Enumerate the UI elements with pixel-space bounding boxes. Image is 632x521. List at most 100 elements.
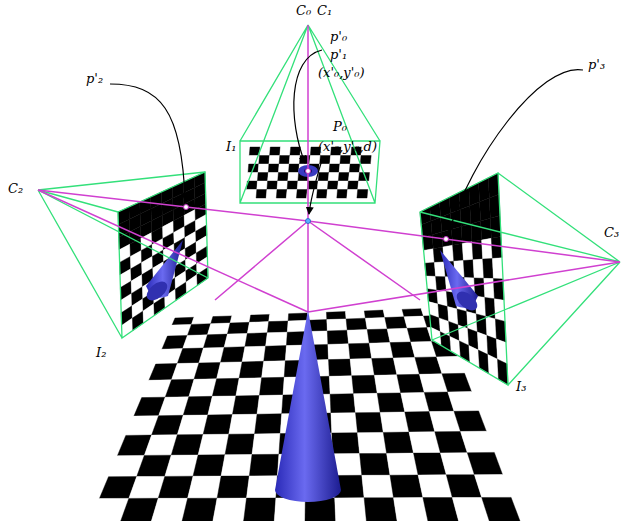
checker-cell: [360, 453, 390, 475]
checker-cell: [432, 232, 443, 249]
checker-cell: [331, 413, 358, 433]
projection-ray: [308, 262, 620, 312]
checker-cell: [357, 190, 368, 199]
checker-cell: [232, 396, 259, 415]
checker-cell: [247, 476, 278, 498]
image-point: [444, 237, 449, 242]
checker-cell: [199, 347, 224, 363]
checker-cell: [203, 334, 227, 348]
point-label: p'₃: [588, 58, 605, 72]
checker-cell: [387, 453, 419, 475]
point-label: p'₁: [330, 48, 347, 62]
world-point: [306, 219, 311, 224]
leader-arrow: [294, 50, 322, 163]
checker-cell: [377, 393, 405, 413]
checker-cell: [267, 181, 278, 190]
checker-cell: [198, 434, 229, 455]
checker-cell: [365, 318, 387, 330]
checker-cell: [473, 259, 484, 278]
cone-image: [304, 169, 312, 174]
camera-frustum: [38, 25, 620, 385]
checker-cell: [329, 164, 340, 173]
checker-cell: [242, 346, 266, 362]
checker-cell: [246, 190, 257, 199]
checker-cell: [175, 282, 186, 301]
checker-cell: [402, 309, 423, 317]
checker-cell: [221, 455, 252, 477]
checker-cell: [482, 497, 520, 521]
checker-cell: [385, 317, 407, 329]
checker-cell: [151, 498, 187, 521]
checker-cell: [277, 181, 288, 190]
checker-cell: [327, 181, 338, 190]
leader-arrow: [110, 84, 185, 200]
checker-cell: [326, 312, 346, 320]
point-label: C₂: [8, 182, 23, 196]
point-label: I₂: [96, 346, 106, 360]
checker-cell: [266, 190, 277, 199]
camera-frustum: [420, 173, 620, 385]
checker-cell: [318, 173, 329, 182]
checker-cell: [296, 190, 307, 199]
checker-cell: [289, 164, 300, 173]
checker-cell: [454, 411, 486, 432]
projection-ray: [308, 221, 620, 262]
floor-checkerboard: [90, 308, 520, 521]
checker-cell: [286, 190, 297, 199]
checker-cell: [267, 321, 288, 333]
checker-cell: [288, 313, 307, 321]
checker-cell: [279, 156, 290, 165]
checker-cell: [367, 329, 390, 343]
checker-cell: [278, 164, 289, 173]
checker-cell: [280, 147, 291, 156]
checker-cell: [182, 498, 217, 521]
checker-cell: [217, 362, 243, 379]
cone-image: [453, 288, 480, 314]
checker-cell: [256, 190, 267, 199]
checker-cell: [383, 309, 404, 317]
point-label: C₀: [296, 4, 311, 18]
checker-cell: [177, 415, 208, 435]
checker-cell: [337, 190, 348, 199]
image-point: [306, 169, 311, 174]
checker-cell: [448, 392, 479, 412]
checker-cell: [247, 322, 268, 334]
checker-cell: [364, 498, 397, 521]
checker-cell: [349, 343, 372, 359]
checker-cell: [268, 164, 279, 173]
projection-ray: [215, 221, 420, 300]
checker-cell: [490, 215, 501, 238]
checker-cell: [383, 432, 413, 453]
checker-cell: [183, 396, 212, 415]
checker-cell: [249, 454, 279, 476]
checker-cell: [236, 378, 262, 396]
checker-cell: [461, 431, 495, 453]
checker-cell: [346, 318, 367, 330]
checker-cell: [358, 432, 387, 453]
leader-arrow: [449, 70, 583, 232]
checker-cell: [338, 173, 349, 182]
projection-ray: [38, 190, 308, 221]
checker-cell: [329, 359, 352, 376]
checker-cell: [165, 455, 198, 476]
checker-cell: [349, 164, 360, 173]
checker-cell: [348, 173, 359, 182]
point-label: (x'₀,y'₀,d): [318, 140, 377, 154]
checker-cell: [221, 347, 245, 363]
checker-cell: [394, 498, 428, 521]
checker-cell: [356, 412, 384, 432]
checker-cell: [224, 334, 247, 348]
checker-cell: [463, 260, 474, 278]
checker-cell: [452, 227, 463, 246]
checker-cell: [259, 377, 284, 395]
checker-cell: [364, 310, 385, 318]
checker-cell: [262, 361, 286, 378]
checker-cell: [347, 330, 369, 344]
checker-cell: [482, 238, 493, 259]
cone: [275, 310, 341, 502]
checker-cell: [327, 319, 347, 331]
point-label: I₁: [226, 140, 236, 154]
checker-cell: [257, 173, 268, 182]
checker-cell: [207, 323, 230, 335]
checker-cell: [217, 476, 249, 498]
